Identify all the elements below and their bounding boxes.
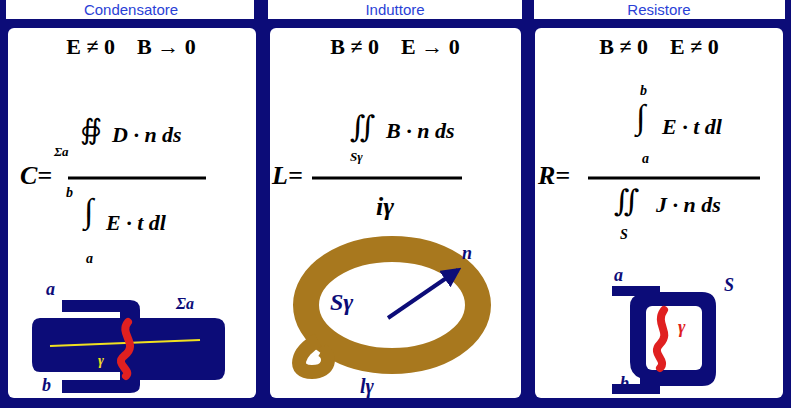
formula-term: R= <box>538 163 570 189</box>
component-panel: Resistore B ≠ 0 E ≠ 0 R= b ∫ a E · t dl ∬ J · n … <box>527 0 791 408</box>
formula-term: E · t dl <box>662 116 722 138</box>
resistor-symbol <box>612 286 716 394</box>
formula-term: Sγ <box>350 150 363 163</box>
fraction-bar <box>588 177 760 180</box>
panel-title: Induttore <box>365 2 424 17</box>
formula-term: S <box>620 228 628 242</box>
component-panel: Induttore B ≠ 0 E → 0 L= ∬ Sγ B · n ds iγ <box>262 0 527 408</box>
formula-term: b <box>66 186 73 200</box>
part-label: γ <box>98 354 104 368</box>
component-panel: Condensatore E ≠ 0 B → 0 C= ∯ Σa D · n ds b ∫ a E… <box>0 0 262 408</box>
part-label: Σa <box>176 296 194 312</box>
formula-term: B · n ds <box>386 120 454 142</box>
field-condition: E ≠ 0 B → 0 <box>66 36 195 58</box>
inductor-coil <box>299 249 478 372</box>
header-box <box>6 0 254 19</box>
formula-term: E · t dl <box>106 212 166 234</box>
panel-ground <box>270 28 521 398</box>
part-label: n <box>462 244 472 262</box>
integral-sign: ∬ <box>350 112 376 142</box>
part-label: b <box>620 374 629 392</box>
integral-sign: ∫ <box>84 194 93 228</box>
formula-term: b <box>640 84 647 98</box>
fraction-bar <box>312 177 462 180</box>
formula-term: C= <box>20 163 52 189</box>
part-label: γ <box>678 318 686 336</box>
part-label: a <box>614 266 623 284</box>
integral-sign: ∫ <box>636 100 645 134</box>
integral-sign: ∬ <box>614 186 640 216</box>
integral-sign: ∯ <box>80 116 102 144</box>
formula-term: iγ <box>376 194 394 220</box>
part-label: Sγ <box>330 290 353 314</box>
panel-ground <box>8 28 256 398</box>
formula-term: J · n ds <box>656 194 721 216</box>
formula-term: L= <box>272 163 303 189</box>
formula-term: D · n ds <box>112 124 182 146</box>
panel-title: Condensatore <box>84 2 178 17</box>
part-label: a <box>46 280 55 298</box>
field-condition: B ≠ 0 E → 0 <box>330 36 459 58</box>
panel-ground <box>535 28 783 398</box>
panel-title: Resistore <box>627 2 690 17</box>
formula-term: a <box>642 152 649 166</box>
header-box <box>534 0 785 19</box>
formula-term: Σa <box>54 145 69 158</box>
fraction-bar <box>68 177 206 180</box>
header-box <box>268 0 522 19</box>
part-label: lγ <box>360 376 374 396</box>
capacitor-symbol <box>32 300 225 393</box>
field-condition: B ≠ 0 E ≠ 0 <box>599 36 719 58</box>
part-label: S <box>724 276 734 294</box>
part-label: b <box>42 376 51 394</box>
formula-term: a <box>86 252 93 266</box>
